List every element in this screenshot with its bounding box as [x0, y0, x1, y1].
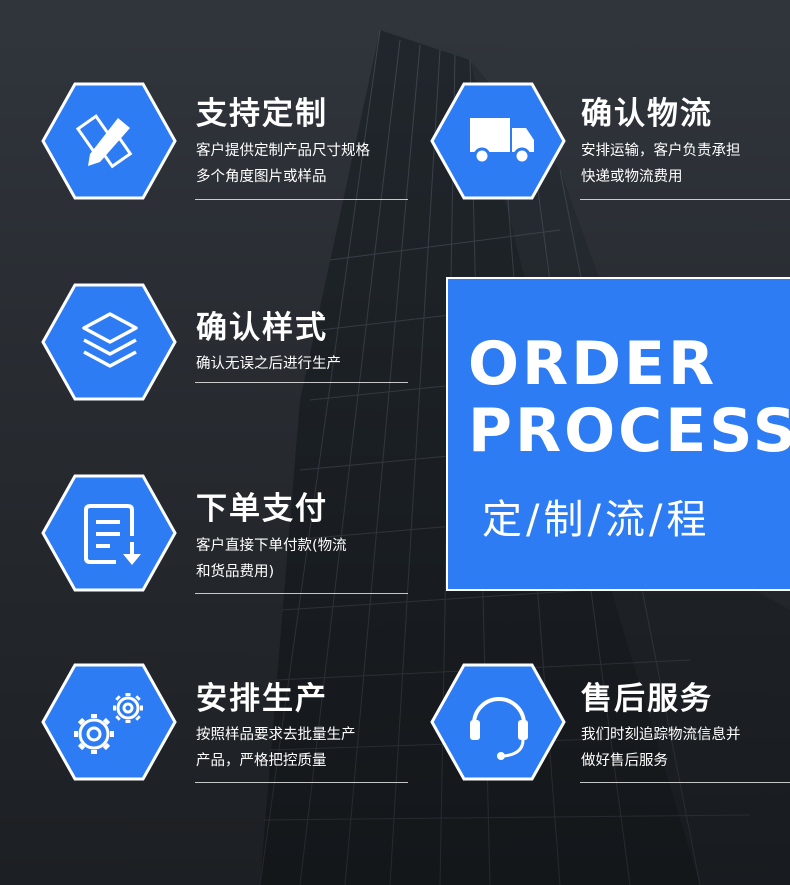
panel-subheading: 定/制/流/程 — [482, 497, 711, 543]
step-desc-line: 确认无误之后进行生产 — [196, 356, 341, 372]
step-desc-line: 多个角度图片或样品 — [196, 169, 327, 185]
step-title: 下单支付 — [196, 491, 328, 527]
divider — [195, 782, 408, 783]
divider — [580, 199, 790, 200]
gears-icon — [74, 693, 143, 754]
step-title: 支持定制 — [196, 96, 328, 132]
step-title: 确认样式 — [196, 310, 328, 346]
document-download-icon — [84, 504, 141, 565]
divider — [580, 782, 790, 783]
step-desc-line: 客户提供定制产品尺寸规格 — [196, 143, 370, 159]
divider — [195, 199, 408, 200]
headset-icon — [470, 697, 528, 760]
step-title: 售后服务 — [581, 681, 713, 717]
divider — [195, 593, 408, 594]
panel-heading-line2: PROCESS — [468, 396, 790, 466]
truck-icon — [470, 118, 534, 165]
edit-pencil-icon — [76, 114, 133, 169]
panel-heading-line1: ORDER — [468, 329, 718, 399]
divider — [195, 382, 408, 383]
step-desc-line: 安排运输，客户负责承担 — [581, 143, 741, 159]
step-desc-line: 我们时刻追踪物流信息并 — [581, 727, 741, 743]
step-desc-line: 客户直接下单付款(物流 — [196, 538, 347, 554]
step-title: 确认物流 — [581, 96, 713, 132]
step-desc-line: 做好售后服务 — [581, 753, 668, 769]
hexagon-badge — [430, 663, 566, 781]
step-desc-line: 产品，严格把控质量 — [196, 753, 327, 769]
layers-icon — [82, 312, 138, 368]
step-desc-line: 快递或物流费用 — [581, 169, 683, 185]
step-title: 安排生产 — [196, 681, 328, 717]
step-desc-line: 和货品费用) — [196, 564, 275, 580]
step-desc-line: 按照样品要求去批量生产 — [196, 727, 356, 743]
order-process-panel: ORDER PROCESS 定/制/流/程 — [446, 277, 790, 591]
